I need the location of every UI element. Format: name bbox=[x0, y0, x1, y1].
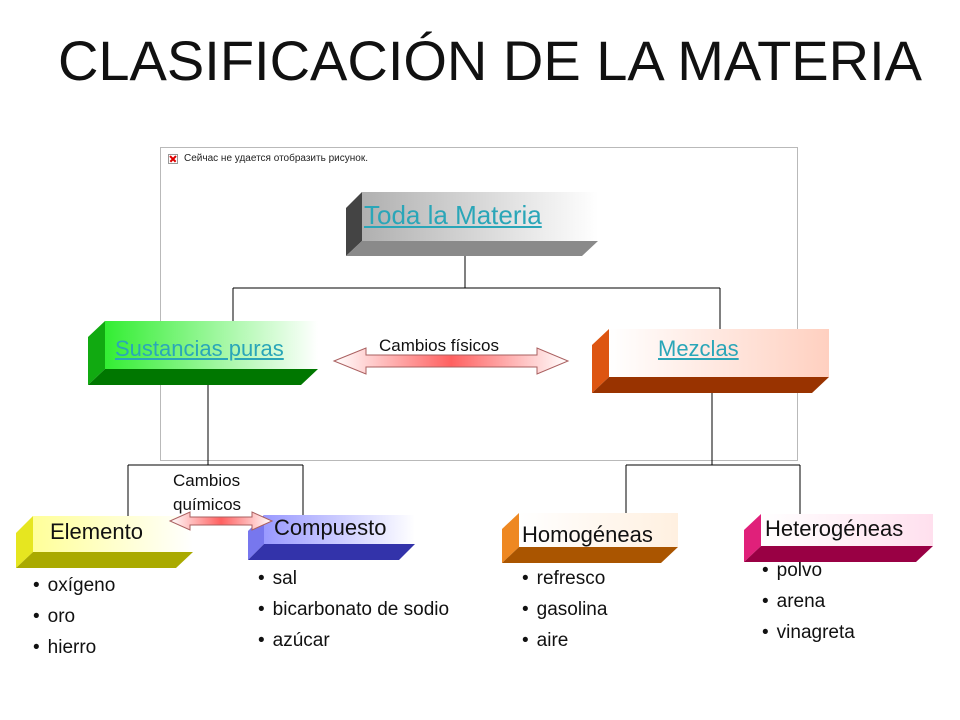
label-sustancias-puras[interactable]: Sustancias puras bbox=[115, 336, 284, 361]
list-item: azúcar bbox=[258, 625, 449, 656]
chemical-changes-label: Cambios químicos bbox=[173, 471, 242, 514]
label-toda-la-materia[interactable]: Toda la Materia bbox=[364, 200, 542, 230]
image-placeholder-frame bbox=[160, 147, 798, 461]
homogeneous-examples-list: refresco gasolina aire bbox=[522, 563, 608, 656]
label-mezclas[interactable]: Mezclas bbox=[658, 336, 739, 361]
list-item: hierro bbox=[33, 632, 115, 663]
list-item: oxígeno bbox=[33, 570, 116, 601]
label-homogeneas: Homogéneas bbox=[522, 522, 653, 547]
list-item: polvo bbox=[762, 555, 855, 586]
list-item: vinagreta bbox=[762, 617, 855, 648]
broken-image-text: Сейчас не удается отобразить рисунок. bbox=[184, 153, 368, 164]
list-item: arena bbox=[762, 586, 855, 617]
page-title: CLASIFICACIÓN DE LA MATERIA bbox=[57, 29, 923, 92]
connector-lines bbox=[127, 256, 801, 516]
physical-changes-label: Cambios físicos bbox=[379, 336, 499, 355]
list-item: bicarbonato de sodio bbox=[258, 594, 449, 625]
list-item: sal bbox=[258, 563, 449, 594]
node-compuesto bbox=[248, 515, 415, 560]
compound-examples-list: sal bicarbonato de sodio azúcar bbox=[258, 563, 449, 656]
heterogeneous-examples-list: polvo arena vinagreta bbox=[762, 555, 855, 648]
label-compuesto: Compuesto bbox=[274, 515, 387, 540]
node-elemento bbox=[16, 516, 193, 568]
element-examples-list: oxígeno oro hierro bbox=[33, 570, 116, 663]
list-item: gasolina bbox=[522, 594, 608, 625]
broken-image-icon bbox=[168, 153, 178, 164]
list-item: aire bbox=[522, 625, 607, 656]
chemical-changes-arrow bbox=[168, 511, 274, 531]
label-elemento: Elemento bbox=[50, 519, 143, 544]
broken-image-notice: Сейчас не удается отобразить рисунок. bbox=[168, 153, 368, 164]
node-toda-la-materia bbox=[346, 192, 598, 256]
physical-changes-arrow bbox=[332, 347, 570, 375]
node-mezclas bbox=[592, 329, 829, 393]
node-sustancias-puras bbox=[88, 321, 318, 385]
list-item: refresco bbox=[522, 563, 607, 594]
label-heterogeneas: Heterogéneas bbox=[765, 516, 904, 541]
list-item: oro bbox=[33, 601, 115, 632]
node-homogeneas bbox=[502, 513, 678, 563]
